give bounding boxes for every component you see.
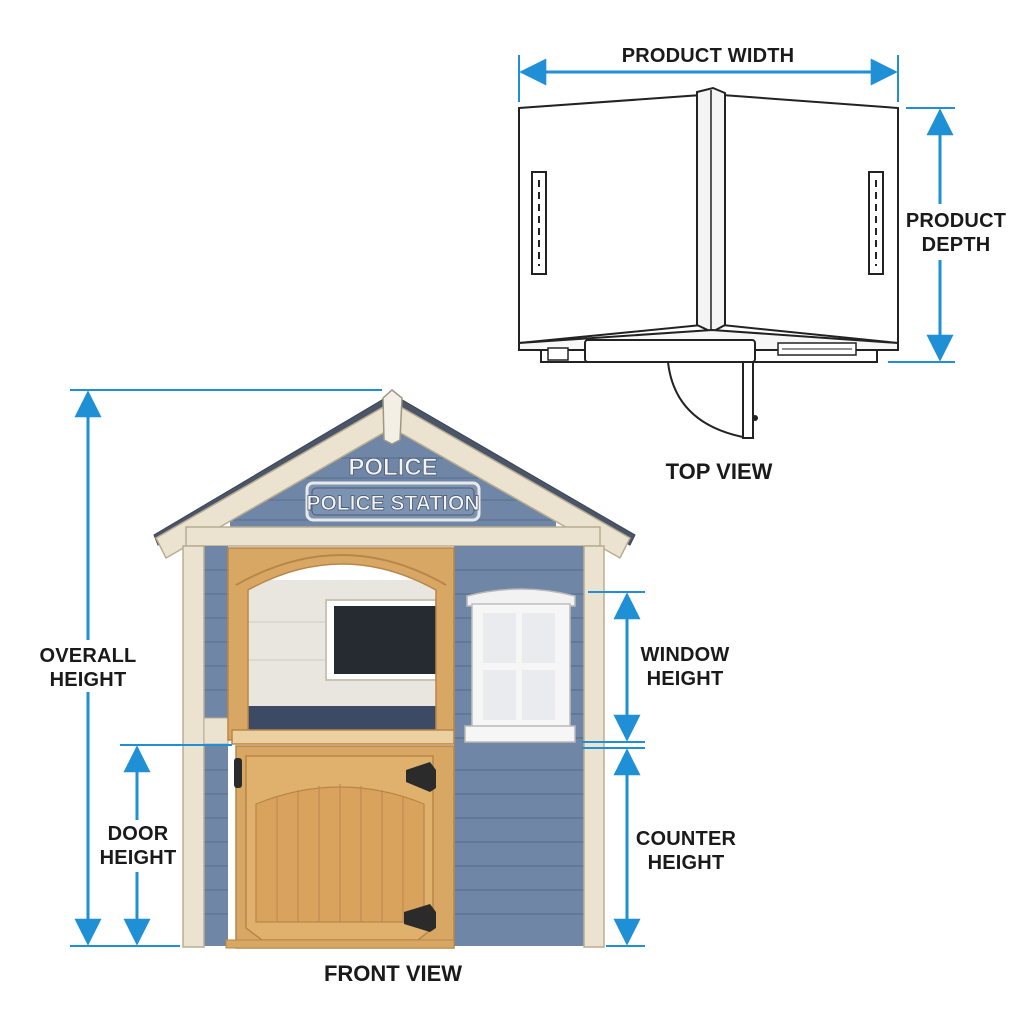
police-station-plaque: POLICE STATION	[306, 492, 479, 515]
police-gable-sign: POLICE	[348, 454, 437, 481]
front-view-drawing: POLICE POLICE STATION	[153, 389, 636, 949]
counter-height-label-line2: HEIGHT	[648, 852, 725, 874]
door-height-label-line1: DOOR	[108, 823, 169, 845]
door-height-dimension: DOOR HEIGHT	[100, 744, 232, 946]
counter-height-label-line1: COUNTER	[636, 828, 737, 850]
product-width-label: PRODUCT WIDTH	[622, 45, 795, 67]
overall-height-dimension: OVERALL HEIGHT	[40, 389, 382, 947]
front-view-label: FRONT VIEW	[324, 961, 462, 986]
window-height-label-line2: HEIGHT	[647, 668, 724, 690]
product-depth-label-line2: DEPTH	[922, 234, 991, 256]
window-height-dimension: WINDOW HEIGHT	[582, 591, 736, 743]
top-view-drawing	[518, 86, 899, 439]
overall-height-label-line1: OVERALL	[40, 645, 137, 667]
door-height-label-line2: HEIGHT	[100, 847, 177, 869]
product-depth-dimension: PRODUCT DEPTH	[888, 107, 1006, 363]
counter-height-dimension: COUNTER HEIGHT	[582, 747, 742, 947]
top-view-label: TOP VIEW	[666, 459, 773, 484]
product-width-dimension: PRODUCT WIDTH	[518, 45, 899, 102]
window-height-label-line1: WINDOW	[641, 644, 730, 666]
product-depth-label-line1: PRODUCT	[906, 210, 1006, 232]
overall-height-label-line2: HEIGHT	[50, 669, 127, 691]
